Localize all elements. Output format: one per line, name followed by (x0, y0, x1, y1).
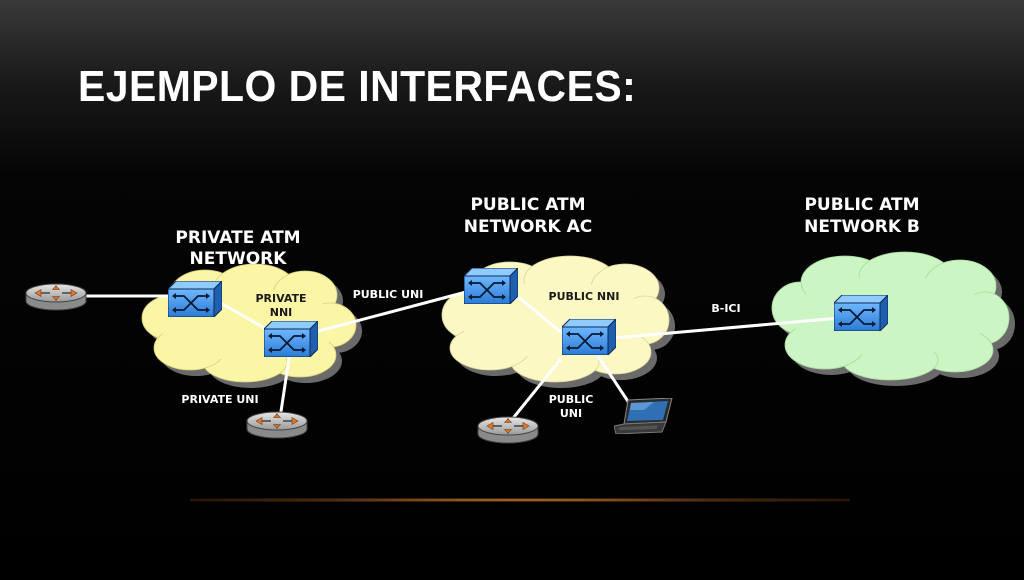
bottom-glow-divider (190, 498, 850, 502)
atm-switch-icon (834, 295, 888, 331)
private-nni-label-line2: NNI (270, 306, 293, 319)
link-public-uni-top (313, 290, 468, 334)
public-uni-top-label: PUBLIC UNI (353, 288, 424, 301)
private-network-title-line1: PRIVATE ATM (175, 228, 300, 248)
network-links (82, 288, 842, 424)
private-network-title-line2: NETWORK (190, 249, 288, 269)
atm-switch-icon (464, 268, 518, 304)
b-ici-label: B-ICI (711, 302, 740, 315)
atm-switch-icon (562, 319, 616, 355)
laptop-icon (614, 398, 673, 434)
public-uni-bottom-label-line1: PUBLIC (549, 393, 594, 406)
public-uni-bottom-label-line2: UNI (560, 407, 582, 420)
slide-title: EJEMPLO DE INTERFACES: (78, 62, 637, 111)
router-icon (477, 416, 539, 444)
public-ac-network-title-line1: PUBLIC ATM (470, 195, 585, 215)
atm-switch-icon (264, 321, 318, 357)
link-public-nni (508, 288, 570, 340)
private-nni-label-line1: PRIVATE (255, 292, 306, 305)
private-uni-label: PRIVATE UNI (181, 393, 258, 406)
link-b-ici (612, 316, 842, 340)
router-icon (246, 411, 308, 439)
public-b-network-title-line1: PUBLIC ATM (804, 195, 919, 215)
link-public-uni-router (508, 358, 562, 424)
atm-switch-icon (168, 281, 222, 317)
link-private-uni (278, 350, 292, 420)
public-nni-label: PUBLIC NNI (549, 290, 620, 303)
public-atm-cloud-b (771, 251, 1015, 386)
router-icon (25, 283, 87, 311)
public-ac-network-title-line2: NETWORK AC (464, 217, 592, 237)
public-b-network-title-line2: NETWORK B (804, 217, 920, 237)
